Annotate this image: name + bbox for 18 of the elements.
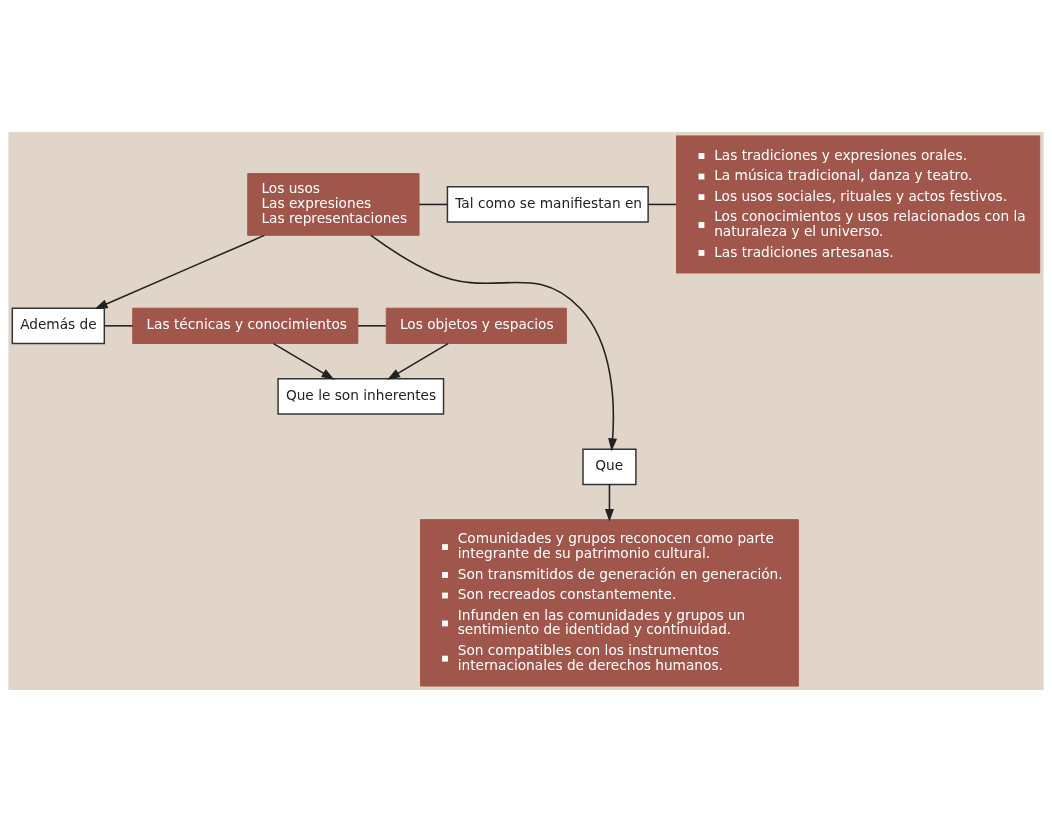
- node-box: Además de: [11, 306, 106, 344]
- node-box: Que le son inherentes: [277, 377, 445, 415]
- node-box: Tal como se manifiestan en: [446, 185, 649, 223]
- connector: [103, 324, 134, 327]
- arrow: [94, 234, 266, 309]
- arrow: [370, 234, 618, 451]
- arrow: [387, 342, 449, 380]
- node-box: Las tradiciones y expresiones orales. La música tradicional, danza y teatro. Los usos sociales, rituales y actos festivos. Los conocimientos y usos relacionados con la naturaleza y el universo. Las tradiciones artesanas.: [676, 134, 1041, 273]
- arrow: [272, 342, 335, 380]
- node-box: Que: [582, 447, 637, 485]
- arrow: [604, 483, 614, 522]
- node-box: Los usos Las expresiones Las representaciones: [247, 172, 420, 236]
- node-box: Comunidades y grupos reconocen como parte integrante de su patrimonio cultural. Son transmitidos de generación en generación. Son recreados constantemente. Infunden en las comunidades y grupos un sentimiento de identidad y continuidad. Son compatibles con los instrumentos internacionales de derechos humanos.: [420, 518, 799, 687]
- node-box: Las técnicas y conocimientos: [132, 307, 359, 344]
- connector: [357, 324, 387, 327]
- connector: [647, 203, 678, 205]
- connector: [418, 203, 449, 205]
- node-box: Los objetos y espacios: [385, 307, 567, 344]
